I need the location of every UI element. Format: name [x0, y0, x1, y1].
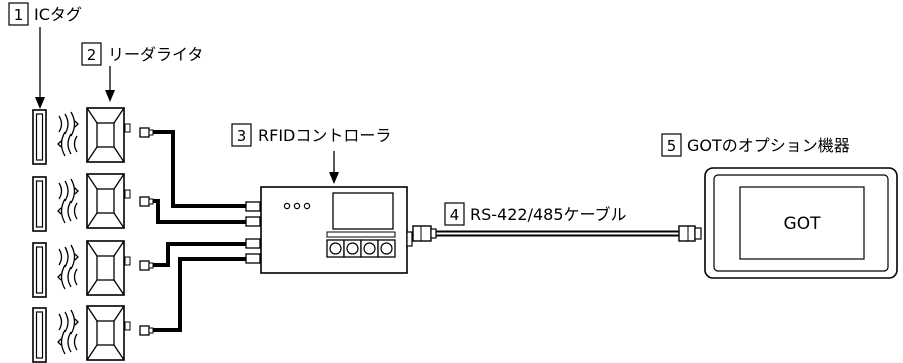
radio-waves-3 [57, 244, 79, 290]
reader-writer-2 [86, 173, 131, 229]
controller-dial-ports [326, 239, 396, 258]
got-screen-label: GOT [784, 214, 822, 234]
ic-tag-4 [32, 307, 47, 363]
arrow-reader-writer [105, 66, 115, 102]
label-4-text: RS-422/485ケーブル [470, 205, 627, 224]
label-2-text: リーダライタ [108, 45, 203, 64]
reader-writer-1 [86, 107, 131, 163]
label-3-number: 3 [237, 127, 247, 145]
label-2: 2 リーダライタ [81, 42, 203, 66]
label-3: 3 RFIDコントローラ [231, 123, 391, 147]
label-1-number: 1 [14, 6, 24, 24]
radio-waves-4 [57, 309, 79, 355]
ic-tag-2 [32, 176, 47, 232]
reader-writer-4 [86, 305, 131, 361]
label-4: 4 RS-422/485ケーブル [444, 202, 627, 226]
cables-reader-to-controller [153, 130, 246, 332]
label-3-text: RFIDコントローラ [258, 126, 391, 145]
radio-waves-1 [57, 111, 79, 157]
reader-writer-3 [86, 240, 131, 296]
label-2-number: 2 [87, 46, 97, 64]
controller-ports [245, 201, 261, 264]
rfid-controller [260, 186, 413, 274]
label-4-number: 4 [450, 206, 460, 224]
arrow-ic-tag [35, 27, 45, 109]
label-5-text: GOTのオプション機器 [687, 136, 850, 155]
arrow-rfid-controller [329, 151, 339, 184]
rs422-485-cable [412, 225, 702, 242]
ic-tag-3 [32, 242, 47, 298]
label-1: 1 ICタグ [8, 2, 82, 26]
radio-waves-2 [57, 178, 79, 224]
got-unit: GOT [704, 167, 898, 279]
label-1-text: ICタグ [34, 5, 82, 24]
ic-tag-1 [32, 109, 47, 165]
label-5: 5 GOTのオプション機器 [661, 133, 850, 157]
label-5-number: 5 [667, 137, 677, 155]
